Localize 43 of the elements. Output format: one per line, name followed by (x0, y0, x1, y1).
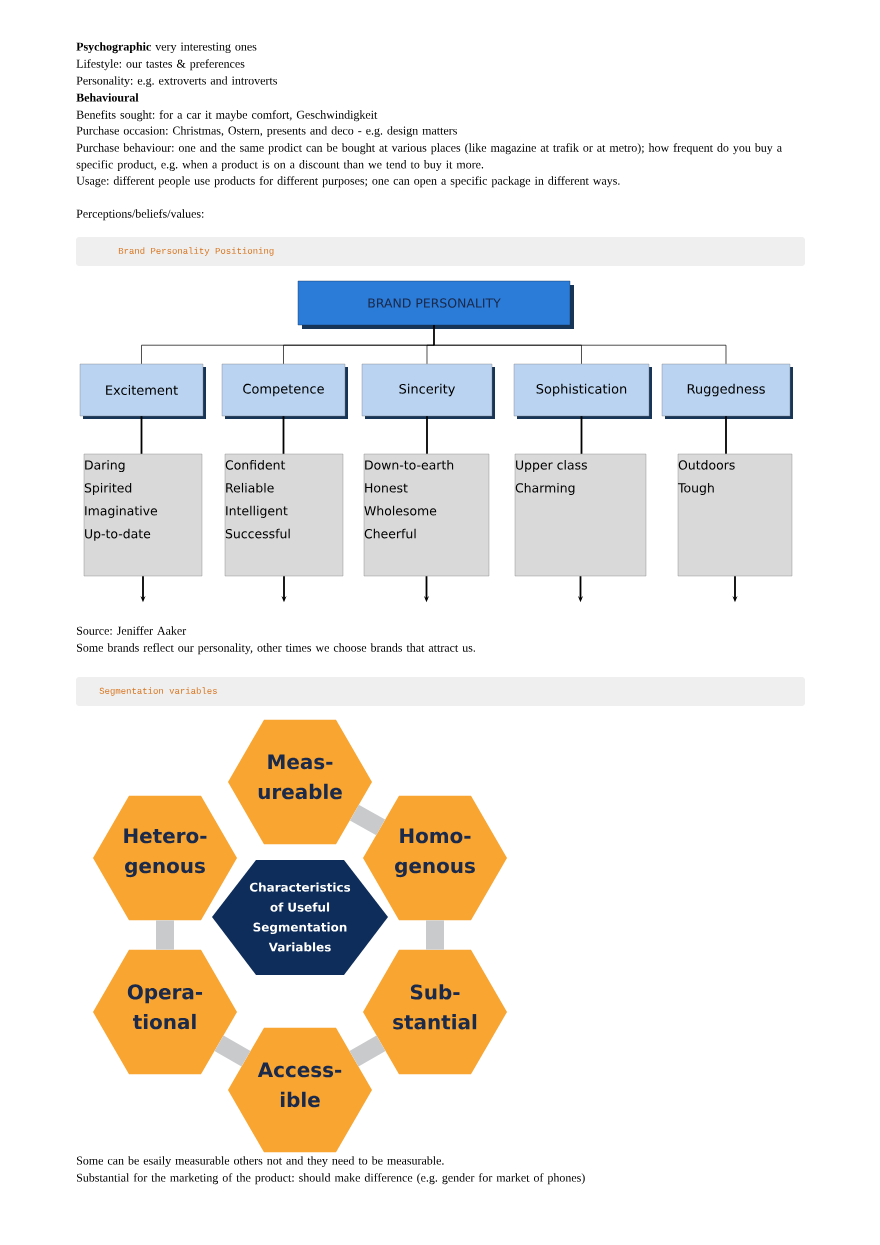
trait-box: Outdoors Tough (677, 453, 793, 577)
connector-band (426, 920, 444, 950)
category-box: Competence (221, 363, 348, 419)
hexagon: Access- ible (228, 1027, 372, 1153)
category-box: Sincerity (361, 363, 495, 419)
text-line: Personality: e.g. extroverts and introverts (76, 76, 277, 88)
category-box: Sophistication (513, 363, 652, 419)
text-line: Purchase behaviour: one and the same prodict can be bought at various places (like magazine at trafik or at metro); how frequent do you buy a specific product, e.g. when a product is on a discount than we tend to buy it more. (76, 143, 782, 171)
connector-line (580, 415, 583, 455)
connector-band (214, 1035, 251, 1067)
trait-box: Daring Spirited Imaginative Up-to-date (83, 453, 203, 577)
text-line: Psychographic very interesting ones (76, 42, 257, 54)
category-box: Ruggedness (661, 363, 793, 419)
text-line: Source: Jeniffer Aaker (77, 626, 187, 635)
text-line: Lifestyle: our tastes & preferences (76, 59, 245, 71)
connector-line (433, 324, 727, 365)
text-line: Substantial for the marketing of the product: should make difference (e.g. gender for market of phones) (77, 1173, 585, 1185)
code-block: Segmentation variables (76, 677, 805, 706)
trait-box: Upper class Charming (514, 453, 647, 577)
hexagon: Homo- genous (363, 795, 507, 921)
connector-line (282, 415, 285, 455)
connector-band (156, 920, 174, 950)
text-line: Purchase occasion: Christmas, Ostern, presents and deco - e.g. design matters (76, 126, 457, 138)
trait-box: Confident Reliable Intelligent Successful (224, 453, 344, 577)
hexagon: Hetero- genous (93, 795, 237, 921)
text-line: Behavioural (76, 93, 139, 102)
text-line: Benefits sought: for a car it maybe comfort, Geschwindigkeit (76, 110, 378, 122)
connector-line (426, 415, 428, 455)
heading-box: BRAND PERSONALITY (297, 280, 574, 329)
hexagon: Opera- tional (93, 949, 237, 1075)
hexagon: Sub- stantial (363, 949, 507, 1075)
text-line: Perceptions/beliefs/values: (76, 209, 204, 221)
trait-box: Down-to-earth Honest Wholesome Cheerful (363, 453, 490, 577)
connector-band (349, 804, 386, 836)
center-hexagon: Characteristics of Useful Segmentation Variables (212, 860, 388, 975)
category-box: Excitement (79, 363, 206, 419)
connector-band (349, 1035, 386, 1067)
text-line: Usage: different people use products for different purposes; one can open a specific package in different ways. (76, 176, 620, 188)
hexagon: Meas- ureable (228, 719, 372, 845)
connector-line (725, 415, 727, 455)
code-block: Brand Personality Positioning (76, 237, 805, 266)
text-line: Some brands reflect our personality, other times we choose brands that attract us. (77, 643, 476, 655)
connector-line (140, 415, 143, 455)
